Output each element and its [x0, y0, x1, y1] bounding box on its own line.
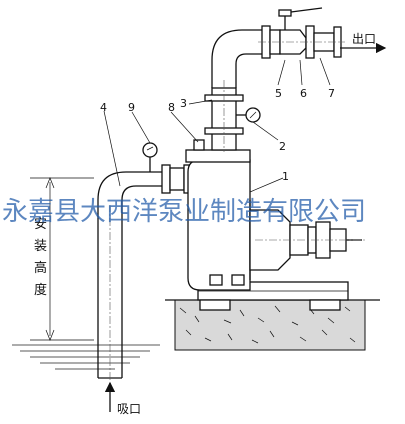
callout-2: 2 — [279, 140, 286, 153]
callout-9: 9 — [128, 101, 135, 114]
vacuum-gauge — [142, 142, 158, 172]
priming-plug — [193, 139, 205, 151]
install-height-dimension — [30, 177, 94, 341]
water-surface — [12, 344, 160, 370]
install-height-char: 装 — [34, 239, 47, 254]
inlet-label: 吸口 — [117, 402, 141, 416]
pump-body — [185, 149, 365, 291]
install-height-char: 安 — [34, 217, 47, 232]
outlet-valve-assembly — [258, 7, 345, 59]
discharge-elbow — [211, 29, 262, 88]
callout-leaders — [103, 57, 331, 193]
watermark: 永嘉县大西洋泵业制造有限公司 — [2, 197, 366, 227]
pressure-gauge — [236, 107, 261, 123]
callout-4: 4 — [100, 101, 107, 114]
install-height-char: 高 — [34, 260, 47, 276]
discharge-riser — [204, 80, 244, 152]
foundation — [165, 299, 380, 351]
install-height-label: 安装高度 — [34, 217, 47, 298]
outlet-label: 出口 — [352, 32, 376, 46]
callout-6: 6 — [300, 87, 307, 100]
callout-5: 5 — [275, 87, 282, 100]
callout-7: 7 — [328, 87, 335, 100]
callout-1: 1 — [282, 170, 289, 183]
install-height-char: 度 — [34, 282, 47, 298]
callout-8: 8 — [168, 101, 175, 114]
callout-3: 3 — [180, 97, 187, 110]
